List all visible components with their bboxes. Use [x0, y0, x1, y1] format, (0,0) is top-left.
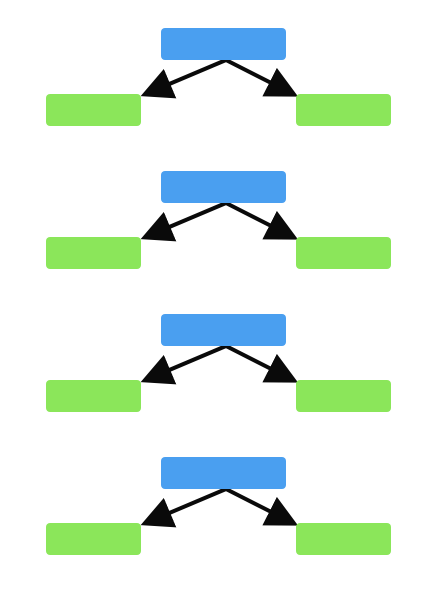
arrow-to-left-node	[140, 487, 227, 528]
tree-group-3	[0, 312, 436, 416]
left-child-node	[46, 380, 141, 412]
parent-node	[161, 314, 286, 346]
tree-group-1	[0, 26, 436, 130]
branch-arrows	[140, 58, 299, 99]
arrow-to-right-node	[225, 58, 299, 97]
arrow-to-right-node	[225, 344, 299, 383]
right-child-node	[296, 94, 391, 126]
branch-arrows	[140, 201, 299, 242]
parent-node	[161, 457, 286, 489]
right-child-node	[296, 237, 391, 269]
arrow-to-right-node	[225, 201, 299, 240]
arrow-to-left-node	[140, 58, 227, 99]
right-child-node	[296, 380, 391, 412]
arrow-to-left-node	[140, 201, 227, 242]
parent-node	[161, 171, 286, 203]
tree-group-2	[0, 169, 436, 273]
arrow-to-right-node	[225, 487, 299, 526]
branch-arrows	[140, 487, 299, 528]
branch-arrows	[140, 344, 299, 385]
tree-group-4	[0, 455, 436, 559]
right-child-node	[296, 523, 391, 555]
parent-node	[161, 28, 286, 60]
arrow-to-left-node	[140, 344, 227, 385]
left-child-node	[46, 523, 141, 555]
left-child-node	[46, 94, 141, 126]
left-child-node	[46, 237, 141, 269]
